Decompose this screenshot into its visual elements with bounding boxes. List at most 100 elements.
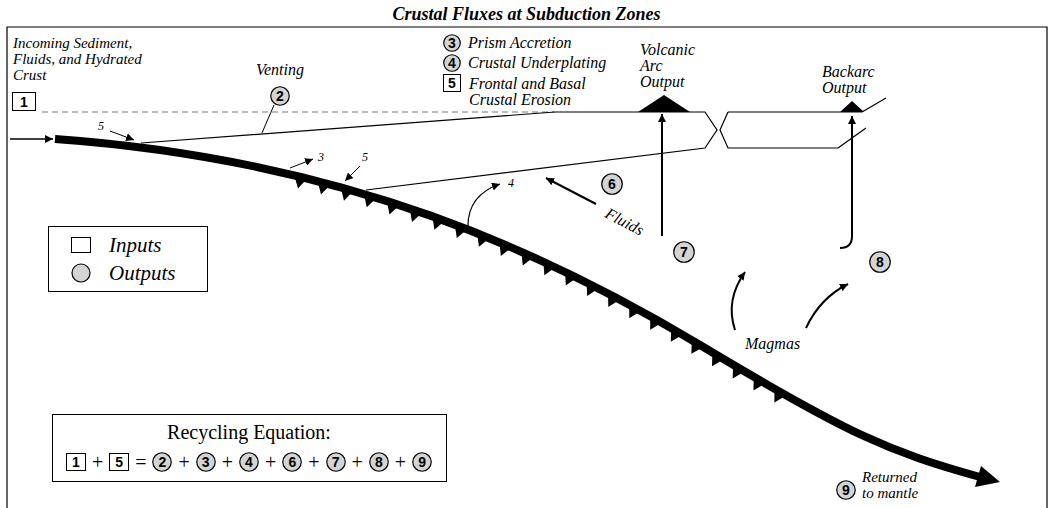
venting-leader	[262, 105, 274, 133]
legend-box: InputsOutputs	[48, 226, 208, 292]
equation-operator: +	[92, 451, 103, 473]
flux-label: Venting	[240, 62, 320, 78]
flux-number: 4	[448, 56, 456, 70]
flux-label: Frontal and Basal Crustal Erosion	[469, 76, 599, 108]
flux-label: Crustal Underplating	[468, 55, 638, 71]
flux-number: 6	[288, 455, 296, 469]
equation-operator: +	[395, 451, 406, 473]
flux-number: 5	[448, 76, 456, 90]
legend-text: Inputs	[109, 233, 162, 257]
legend-swatch	[71, 263, 91, 283]
circle-shape	[240, 453, 259, 472]
backarc-label: Backarc Output	[822, 64, 886, 96]
subduction-tooth	[712, 356, 721, 366]
flux-label: Fluids	[602, 205, 646, 238]
output-circle: 4Crustal Underplating	[443, 54, 461, 72]
output-circle: 3Prism Accretion	[443, 34, 461, 52]
subduction-tooth	[671, 331, 680, 341]
circle-shape	[444, 35, 461, 52]
subduction-tooth	[342, 191, 352, 201]
backarc-magma-arrow	[840, 116, 852, 248]
legend-text: Outputs	[109, 261, 176, 285]
equation-operator: +	[308, 451, 319, 473]
output-circle: 6	[282, 452, 302, 472]
flux-number: 1	[72, 455, 80, 469]
input-square: Incoming Sediment, Fluids, and Hydrated …	[12, 92, 36, 111]
subduction-tooth	[608, 297, 617, 307]
subduction-tooth	[733, 368, 742, 378]
flux-label: Incoming Sediment, Fluids, and Hydrated …	[13, 35, 148, 83]
forearc-wedge	[141, 112, 717, 190]
flux-number: 4	[245, 455, 253, 469]
callout-number: 3	[318, 150, 324, 164]
magma-label: Magmas	[745, 336, 800, 352]
equation-operator: +	[352, 451, 363, 473]
fluids-arrow	[546, 178, 596, 204]
output-circle: 8	[869, 251, 891, 273]
input-square: 5Frontal and Basal Crustal Erosion	[443, 74, 461, 92]
circle-shape	[326, 453, 345, 472]
output-circle: 7	[673, 241, 695, 263]
subduction-tooth	[295, 179, 305, 189]
circle-shape	[413, 453, 432, 472]
subduction-tooth	[753, 380, 762, 390]
slab-arrowhead	[975, 466, 1000, 487]
subduction-tooth	[500, 246, 509, 256]
flux-number: 8	[375, 455, 383, 469]
subduction-tooth	[544, 265, 553, 275]
circle-shape	[283, 453, 302, 472]
input-square: 5	[109, 453, 129, 471]
subduction-tooth	[455, 228, 464, 238]
equation-operator: +	[265, 451, 276, 473]
circle-shape	[153, 453, 172, 472]
output-circle: 7	[326, 452, 346, 472]
backarc-plate	[720, 98, 886, 148]
flux-number: 7	[332, 455, 340, 469]
subduction-tooth	[433, 220, 442, 230]
flux-number: 9	[418, 455, 426, 469]
diagram-title: Crustal Fluxes at Subduction Zones	[0, 3, 1053, 25]
flux-label: Prism Accretion	[468, 35, 638, 51]
frame	[7, 27, 1047, 508]
flux-number: 5	[115, 455, 123, 469]
magma-arrow	[732, 272, 745, 330]
subduction-teeth	[295, 179, 783, 403]
erosion-arrow	[110, 131, 134, 140]
callout-number: 4	[508, 176, 514, 190]
subduction-tooth	[522, 255, 531, 265]
flux-number: 2	[159, 455, 167, 469]
flux-number: 7	[680, 245, 688, 259]
subduction-tooth	[774, 392, 783, 402]
flux-number: 8	[876, 255, 884, 269]
subduction-tooth	[565, 275, 574, 285]
subduction-tooth	[691, 344, 700, 354]
sea-level	[42, 112, 555, 113]
circle-shape	[370, 453, 389, 472]
backarc-volcano	[840, 101, 864, 112]
subduction-tooth	[318, 184, 328, 194]
flux-number: 6	[608, 177, 616, 191]
callout-number: 5	[362, 150, 368, 164]
arc-magma-arrow	[661, 114, 663, 236]
equation-operator: =	[135, 451, 146, 473]
legend-swatch	[71, 237, 91, 253]
output-circle: 9	[412, 452, 432, 472]
equation-operator: +	[222, 451, 233, 473]
equation-title: Recycling Equation:	[167, 420, 331, 444]
subducting-slab	[55, 139, 980, 477]
output-circle: 3	[196, 452, 216, 472]
subduction-tooth	[410, 212, 419, 222]
equation-operator: +	[178, 451, 189, 473]
output-circle: Venting2	[270, 86, 290, 106]
subduction-tooth	[365, 197, 375, 207]
output-circle: 6Fluids	[601, 173, 623, 195]
flux-number: 3	[448, 36, 456, 50]
flux-number: 2	[276, 89, 284, 103]
circle-shape	[271, 87, 290, 106]
circle-shape	[444, 55, 461, 72]
erosion-arrow	[345, 166, 360, 181]
circle-shape	[674, 242, 695, 263]
flux-number: 9	[842, 483, 850, 497]
accretion-arrow	[290, 159, 313, 168]
circle-shape	[870, 252, 891, 273]
